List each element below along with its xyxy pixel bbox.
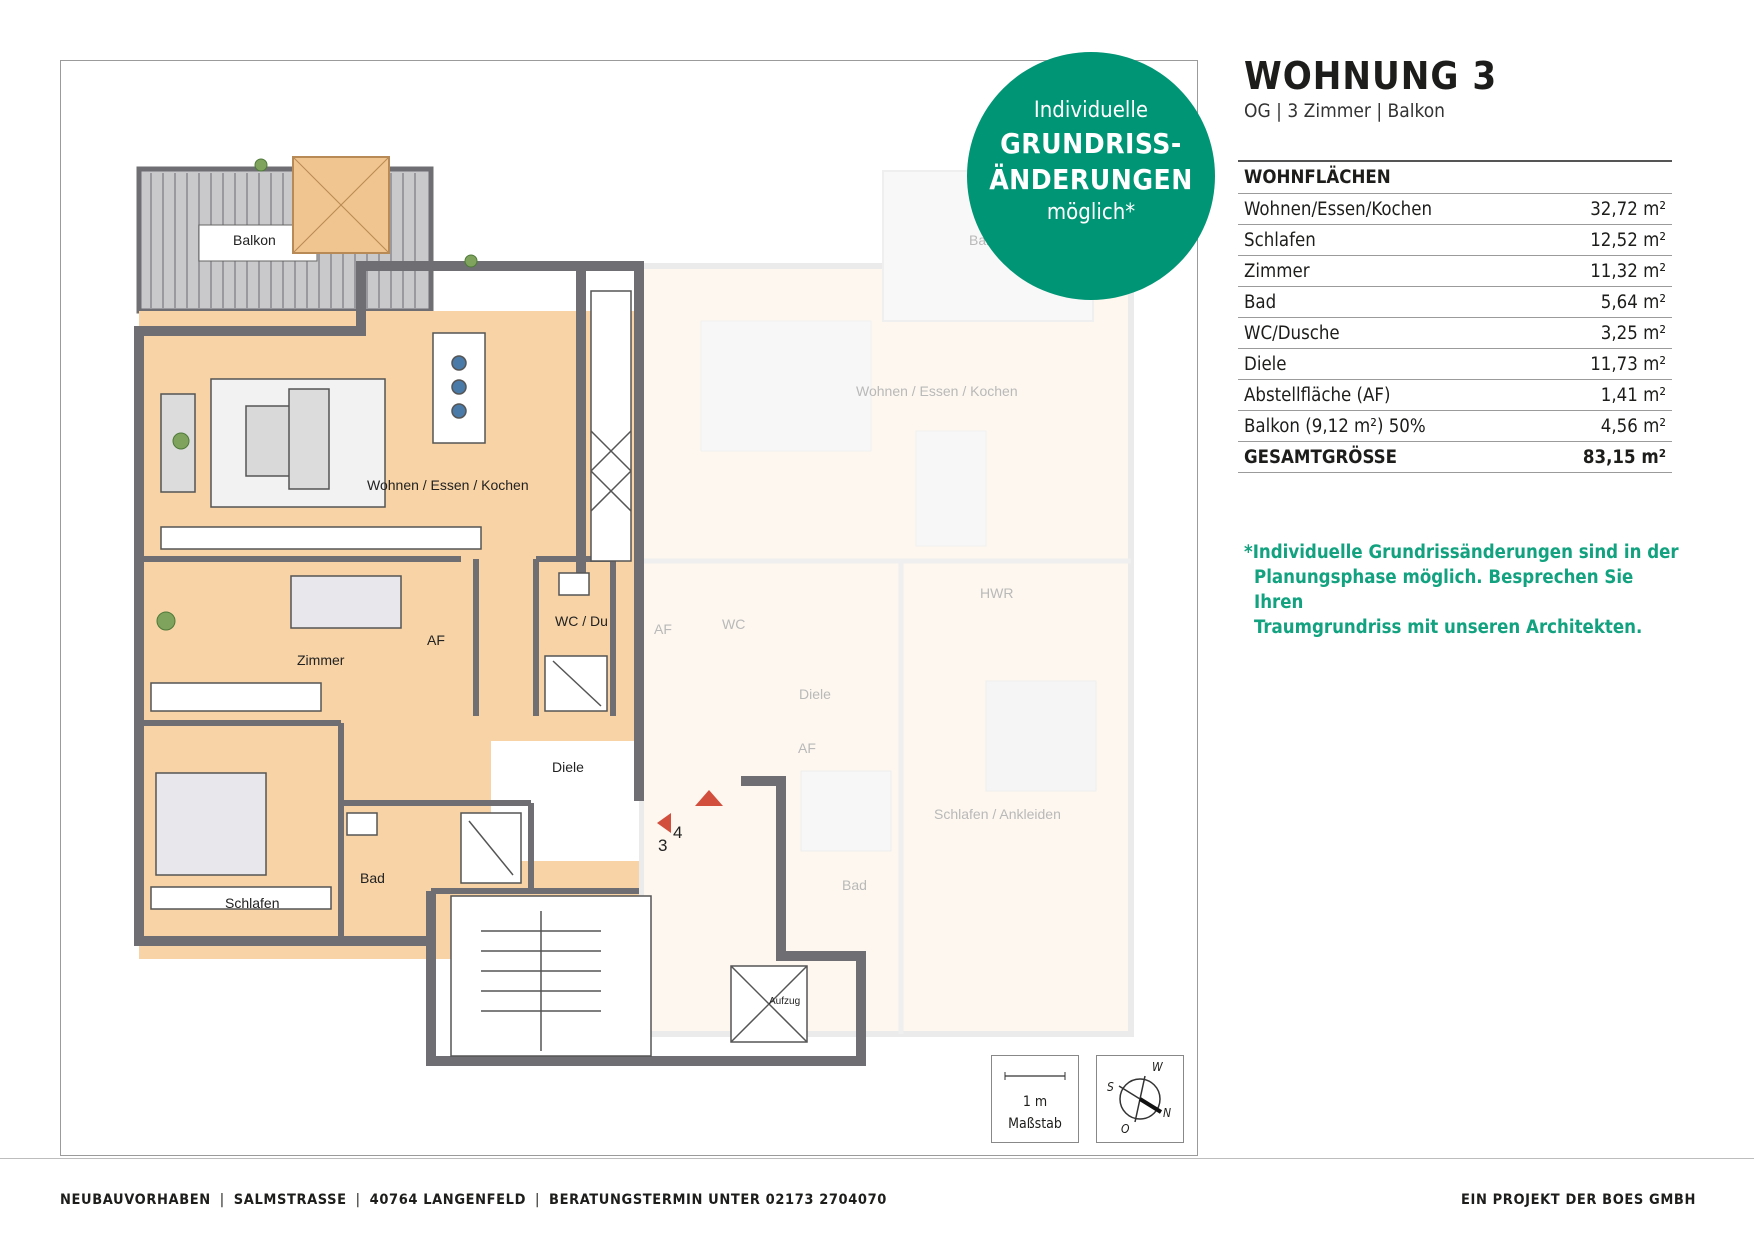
ghost-label-af: AF <box>654 621 672 637</box>
apartment-title: WOHNUNG 3 <box>1244 54 1498 98</box>
area-row-value: 1,41 m² <box>1600 384 1666 406</box>
room-label-balkon: Balkon <box>233 232 276 248</box>
footer-item: BERATUNGSTERMIN UNTER 02173 2704070 <box>549 1192 887 1208</box>
area-row-label: Zimmer <box>1244 260 1310 282</box>
ghost-apartment <box>638 170 1134 1037</box>
area-row-value: 12,52 m² <box>1590 229 1666 251</box>
badge-line-3: ÄNDERUNGEN <box>989 163 1193 196</box>
note-line-3: Traumgrundriss mit unseren Architekten. <box>1254 617 1643 638</box>
badge-line-4: möglich* <box>1046 200 1136 225</box>
room-label-schlafen: Schlafen <box>225 895 280 911</box>
area-row: Diele 11,73 m² <box>1238 349 1672 380</box>
area-row-value: 11,32 m² <box>1590 260 1666 282</box>
area-row-value: 3,25 m² <box>1600 322 1666 344</box>
ghost-label-wohnen: Wohnen / Essen / Kochen <box>856 383 1018 399</box>
area-total-label: GESAMTGRÖSSE <box>1244 446 1397 468</box>
ghost-label-wc: WC <box>722 616 746 632</box>
room-label-af: AF <box>427 632 445 648</box>
footer-item: NEUBAUVORHABEN <box>60 1192 211 1208</box>
area-total-value: 83,15 m² <box>1582 446 1666 468</box>
footer-company: EIN PROJEKT DER BOES GMBH <box>1461 1192 1696 1208</box>
unit-number-4: 4 <box>673 823 683 842</box>
area-row: Balkon (9,12 m²) 50% 4,56 m² <box>1238 411 1672 442</box>
ghost-label-hwr: HWR <box>980 585 1014 601</box>
compass-o: O <box>1121 1122 1130 1136</box>
balcony <box>136 156 434 314</box>
compass: W S N O <box>1096 1055 1184 1143</box>
area-row-label: Balkon (9,12 m²) 50% <box>1244 415 1426 437</box>
area-table: WOHNFLÄCHEN Wohnen/Essen/Kochen 32,72 m²… <box>1238 160 1672 473</box>
room-label-bad: Bad <box>360 870 385 886</box>
area-row-label: Wohnen/Essen/Kochen <box>1244 198 1432 220</box>
area-heading-label: WOHNFLÄCHEN <box>1244 167 1391 188</box>
area-row: Abstellfläche (AF) 1,41 m² <box>1238 380 1672 411</box>
room-label-diele: Diele <box>552 759 584 775</box>
area-row-value: 4,56 m² <box>1600 415 1666 437</box>
bedroom-furniture <box>150 575 402 910</box>
planning-note: *Individuelle Grundrissänderungen sind i… <box>1244 540 1684 640</box>
plants <box>156 158 478 631</box>
stairwell <box>450 895 808 1057</box>
area-row-label: Diele <box>1244 353 1287 375</box>
area-row: Wohnen/Essen/Kochen 32,72 m² <box>1238 194 1672 225</box>
room-label-wohnen: Wohnen / Essen / Kochen <box>367 477 529 493</box>
area-row-label: Bad <box>1244 291 1277 313</box>
walls <box>134 261 866 1066</box>
scale-bar <box>1004 1072 1066 1080</box>
unit-number-3: 3 <box>658 836 668 855</box>
area-table-heading: WOHNFLÄCHEN <box>1238 160 1672 194</box>
area-row-label: Abstellfläche (AF) <box>1244 384 1391 406</box>
footer-divider <box>0 1158 1754 1159</box>
scale-legend: 1 m Maßstab <box>991 1055 1079 1143</box>
room-label-aufzug: Aufzug <box>769 996 801 1007</box>
area-row-label: Schlafen <box>1244 229 1316 251</box>
apartment-subtitle: OG | 3 Zimmer | Balkon <box>1244 100 1446 122</box>
compass-s: S <box>1107 1080 1114 1094</box>
area-row: Zimmer 11,32 m² <box>1238 256 1672 287</box>
area-row: WC/Dusche 3,25 m² <box>1238 318 1672 349</box>
note-line-2: Planungsphase möglich. Besprechen Sie Ih… <box>1254 567 1634 613</box>
note-line-1: *Individuelle Grundrissänderungen sind i… <box>1244 542 1679 563</box>
badge-line-1: Individuelle <box>1033 98 1149 123</box>
ghost-label-schlafen: Schlafen / Ankleiden <box>934 806 1061 822</box>
living-furniture <box>160 290 632 562</box>
scale-length: 1 m <box>1022 1094 1048 1110</box>
area-row-value: 32,72 m² <box>1590 198 1666 220</box>
compass-w: W <box>1152 1060 1163 1074</box>
area-row: Schlafen 12,52 m² <box>1238 225 1672 256</box>
badge-line-2: GRUNDRISS- <box>1000 127 1182 160</box>
area-row-value: 5,64 m² <box>1600 291 1666 313</box>
scale-label: Maßstab <box>1008 1116 1062 1132</box>
unit-markers <box>657 790 723 833</box>
ghost-label-bad: Bad <box>842 877 867 893</box>
area-total-row: GESAMTGRÖSSE 83,15 m² <box>1238 442 1672 473</box>
room-label-wc: WC / Du <box>555 613 608 629</box>
footer-item: 40764 LANGENFELD <box>369 1192 527 1208</box>
area-row-value: 11,73 m² <box>1590 353 1666 375</box>
room-label-zimmer: Zimmer <box>297 652 345 668</box>
compass-rose-icon <box>1118 1075 1163 1123</box>
compass-n: N <box>1163 1106 1172 1120</box>
footer-project-info: NEUBAUVORHABEN|SALMSTRASSE|40764 LANGENF… <box>60 1192 887 1208</box>
grundriss-badge: Individuelle GRUNDRISS- ÄNDERUNGEN mögli… <box>967 52 1215 300</box>
footer-item: SALMSTRASSE <box>233 1192 347 1208</box>
area-row: Bad 5,64 m² <box>1238 287 1672 318</box>
bath-fixtures <box>346 572 608 884</box>
area-row-label: WC/Dusche <box>1244 322 1340 344</box>
ghost-label-diele: Diele <box>799 686 831 702</box>
ghost-label-af2: AF <box>798 740 816 756</box>
